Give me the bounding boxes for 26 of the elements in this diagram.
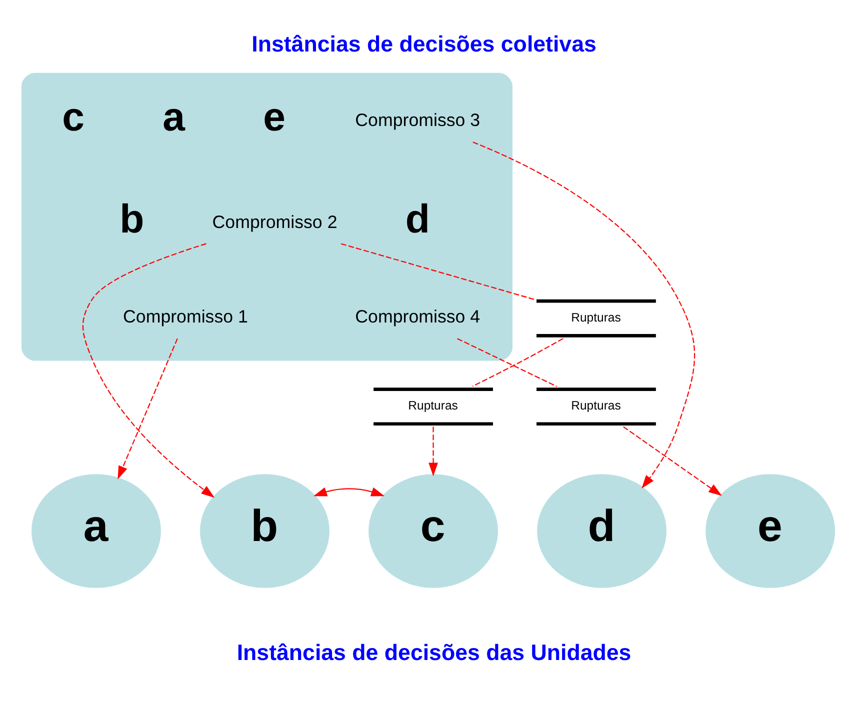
node-text: Compromisso 2 [212,211,338,232]
node-text: Compromisso 1 [123,306,248,326]
arrow [314,486,385,496]
node-text: Compromisso 3 [355,110,480,130]
node-text: Rupturas [408,398,458,412]
connector [472,338,564,386]
label: c [62,94,85,140]
cluster [21,72,512,360]
label: e [263,94,286,140]
node-ellipse: e [706,474,836,588]
diagram-title: Instâncias de decisões coletivas [252,31,596,56]
arrow [472,141,696,488]
label: b [120,196,144,241]
connector [457,338,557,386]
arrow [623,426,722,496]
connector [340,242,535,300]
arrow [428,426,438,476]
node-ellipse: a [32,474,161,588]
node-text: Compromisso 4 [355,306,480,326]
caption: Instâncias de decisões das Unidades [236,639,632,664]
node-text: Rupturas [571,310,621,324]
node-text: Rupturas [571,398,621,412]
arrow [118,338,178,479]
label: a [162,94,185,140]
label: d [405,196,430,241]
arrow [82,242,215,498]
